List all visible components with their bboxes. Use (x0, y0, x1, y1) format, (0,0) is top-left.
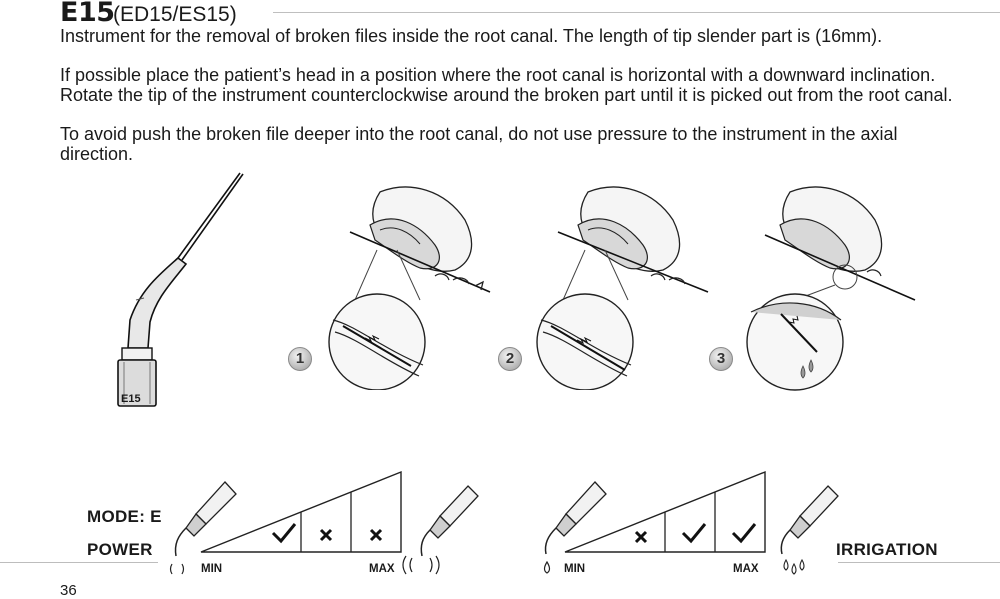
power-min-label: MIN (201, 563, 223, 575)
power-setting-mid-cross-icon (319, 528, 333, 542)
step-3-illustration (746, 186, 916, 391)
tip-illustration (117, 171, 250, 407)
irrigation-ramp-chart (564, 470, 766, 553)
power-setting-low-check-icon (271, 523, 297, 544)
irrigation-max-label: MAX (733, 563, 759, 575)
footer-rule-left (0, 562, 158, 563)
tip-code-label: E15 (121, 393, 141, 405)
power-label: POWER (87, 540, 153, 559)
step-1-badge: 1 (288, 347, 312, 371)
irrigation-setting-low-cross-icon (634, 530, 648, 544)
step-2-badge: 2 (498, 347, 522, 371)
irrigation-setting-mid-check-icon (681, 523, 707, 544)
instruction-paragraph-1: Instrument for the removal of broken fil… (60, 26, 883, 46)
page-number: 36 (60, 582, 77, 599)
power-ramp-chart (200, 470, 402, 553)
handpiece-power-min-icon (169, 481, 237, 575)
instruction-paragraph-2: If possible place the patient’s head in … (60, 65, 953, 105)
handpiece-irrigation-max-icon (780, 485, 839, 575)
irrigation-min-label: MIN (564, 563, 586, 575)
power-max-label: MAX (369, 563, 395, 575)
model-variants: (ED15/ES15) (113, 3, 237, 26)
handpiece-irrigation-min-icon (543, 481, 607, 574)
step-1-illustration (328, 186, 491, 390)
mode-label: MODE: E (87, 507, 162, 526)
title-row: E15 (ED15/ES15) (60, 0, 1000, 30)
footer-rule-right (838, 562, 1000, 563)
irrigation-setting-high-check-icon (731, 523, 757, 544)
step-2-illustration (536, 186, 709, 390)
instruction-paragraph-3: To avoid push the broken file deeper int… (60, 124, 898, 164)
power-setting-high-cross-icon (369, 528, 383, 542)
title-rule (273, 12, 1000, 13)
handpiece-power-max-icon (402, 485, 479, 575)
step-3-badge: 3 (709, 347, 733, 371)
model-name: E15 (60, 0, 115, 28)
irrigation-label: IRRIGATION (836, 540, 938, 559)
